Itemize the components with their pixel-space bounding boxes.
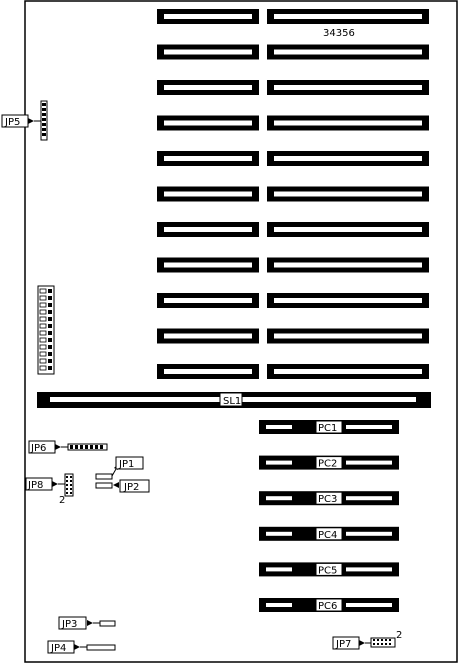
jp7-header: [370, 637, 396, 648]
jp1-label: JP1: [118, 459, 134, 470]
jp6-label: JP6: [30, 443, 46, 454]
sl1-label: SL1: [223, 396, 241, 407]
simm-socket: [267, 44, 429, 60]
dip-pin-row: [39, 358, 52, 364]
simm-socket: [157, 186, 259, 202]
jp5-pins: [42, 103, 46, 136]
dip-pin-row: [39, 337, 52, 343]
jp3-header: [99, 620, 116, 627]
jumper-jp2: JP2: [95, 479, 150, 493]
simm-socket: [157, 151, 259, 166]
simm-socket: [267, 257, 429, 273]
dip-pin-row: [39, 288, 52, 294]
simm-socket: [157, 328, 259, 344]
pc-slot-label: PC1: [318, 423, 337, 434]
dip-pin-row: [39, 295, 52, 301]
jp1-header: [95, 473, 113, 480]
jumper-jp1: JP1: [95, 456, 144, 480]
simm-socket: [267, 222, 429, 237]
dip-pin-row: [39, 323, 52, 329]
simm-socket: [267, 364, 429, 379]
jp8-pins: [66, 476, 72, 494]
simm-socket: [157, 44, 259, 60]
jp7-pin-marker: 2: [396, 630, 402, 641]
jp8-header: [64, 473, 74, 497]
dip-pin-row: [39, 316, 52, 322]
simm-socket: [157, 115, 259, 131]
jp7-label: JP7: [335, 639, 351, 650]
simm-socket: [157, 257, 259, 273]
jp8-label: JP8: [27, 480, 43, 491]
jumper-jp7: JP7 2: [332, 630, 402, 650]
jp3-label: JP3: [61, 619, 77, 630]
jp2-header: [95, 482, 113, 489]
simm-socket: [157, 80, 259, 95]
jumper-jp6: JP6: [28, 440, 108, 454]
jp6-pins: [70, 445, 103, 449]
pc-slot: PC4: [259, 526, 399, 541]
simm-socket: [267, 186, 429, 202]
jp4-header: [86, 644, 116, 651]
dip-pin-row: [39, 365, 52, 371]
simm-socket: [267, 293, 429, 308]
dip-pin-row: [39, 330, 52, 336]
dip-pin-row: [39, 351, 52, 357]
simm-socket: [267, 151, 429, 166]
simm-socket: [157, 9, 259, 24]
part-number: 34356: [323, 28, 355, 39]
jumper-jp3: JP3: [58, 616, 116, 630]
pc-slot: PC1: [259, 420, 399, 434]
pc-slot: PC5: [259, 562, 399, 577]
dip-pin-row: [39, 309, 52, 315]
simm-socket: [267, 80, 429, 95]
jp5-label: JP5: [4, 117, 20, 128]
simm-socket: [157, 364, 259, 379]
pc-slot: PC2: [259, 455, 399, 470]
jp7-pins: [373, 639, 391, 645]
simm-socket: [267, 328, 429, 344]
pc-slot-label: PC5: [318, 565, 337, 576]
simm-socket: [267, 115, 429, 131]
pc-slot-label: PC4: [318, 530, 337, 541]
simm-socket: [267, 9, 429, 24]
simm-socket: [157, 222, 259, 237]
jumper-jp8: JP8 2: [25, 473, 74, 506]
dip-pin-row: [39, 344, 52, 350]
dip-pin-row: [39, 302, 52, 308]
pc-slot: PC6: [259, 598, 399, 612]
pc-slot: PC3: [259, 491, 399, 506]
jumper-jp5: JP5: [1, 100, 48, 141]
pc-slot-label: PC6: [318, 601, 337, 612]
simm-socket-bank: [157, 9, 429, 379]
dip-header-block: [37, 285, 55, 375]
pc-slot-label: PC2: [318, 459, 337, 470]
jp8-pin-marker: 2: [59, 495, 65, 506]
jp4-label: JP4: [50, 643, 66, 654]
pc-slot-label: PC3: [318, 494, 337, 505]
jumper-jp4: JP4: [47, 640, 116, 654]
slot-sl1: SL1: [37, 392, 431, 408]
jp2-label: JP2: [123, 482, 139, 493]
simm-socket: [157, 293, 259, 308]
